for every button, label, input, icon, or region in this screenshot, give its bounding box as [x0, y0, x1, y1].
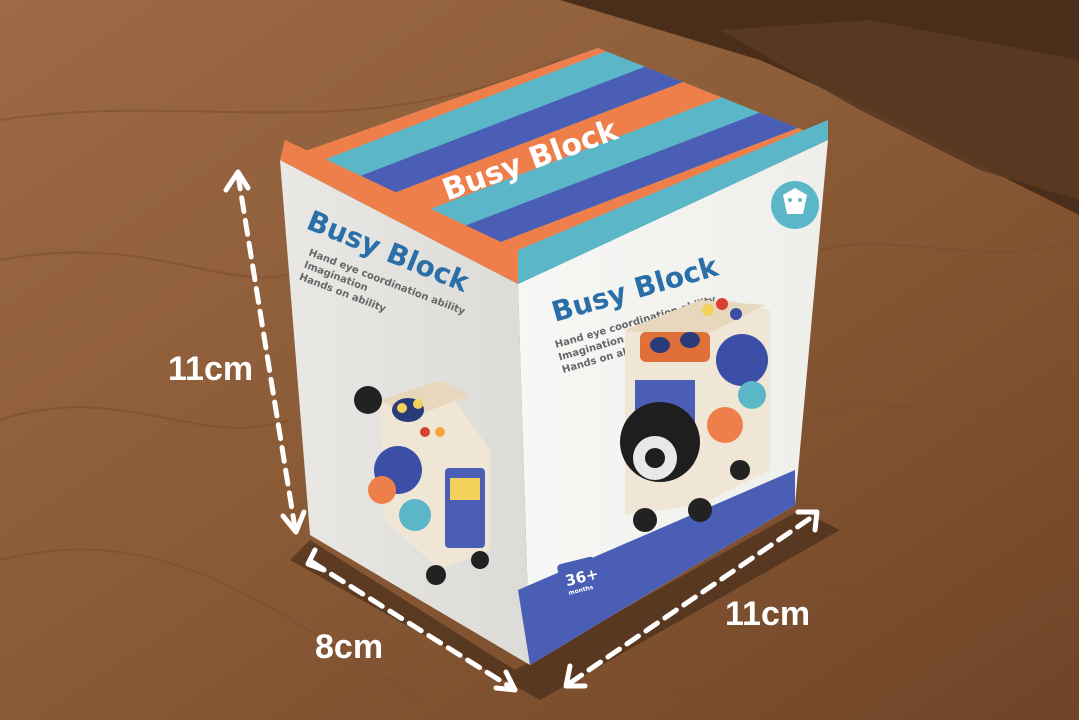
chair-back [720, 20, 1079, 200]
left-face-top-band [280, 140, 518, 284]
arrow-heads [223, 169, 820, 693]
height-label: 11cm [168, 350, 253, 388]
box-shadow [290, 510, 840, 700]
depth-arrow [309, 559, 515, 691]
right-toy-image [620, 298, 770, 532]
dimension-arrows [235, 172, 818, 691]
height-arrow [235, 172, 298, 531]
brand-logo-icon [771, 181, 819, 229]
left-toy-image [354, 380, 490, 585]
width-arrow [567, 512, 818, 686]
depth-label: 8cm [315, 628, 383, 666]
width-label: 11cm [725, 595, 810, 633]
wood-grain [0, 59, 1079, 701]
right-face-top-band [518, 120, 828, 284]
